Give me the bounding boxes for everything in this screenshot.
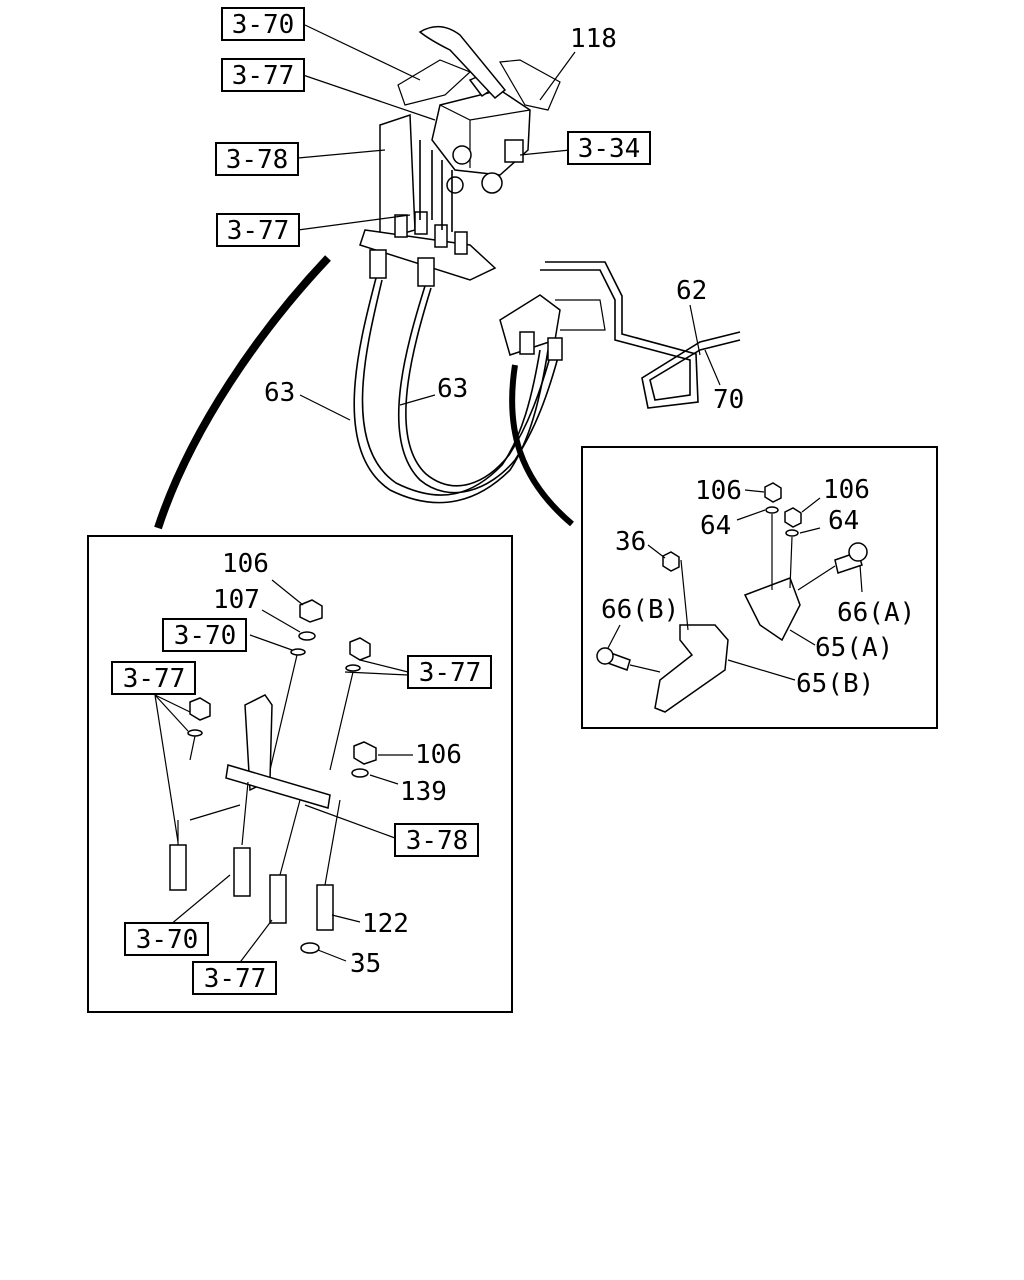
svg-text:3-34: 3-34	[578, 134, 641, 164]
part-number-63-left: 63	[264, 378, 295, 408]
detail-frame-left	[87, 535, 513, 1013]
svg-text:3-70: 3-70	[174, 621, 237, 651]
washer-35	[300, 942, 320, 954]
part-number-35: 35	[350, 949, 381, 979]
part-number-63-right: 63	[437, 374, 468, 404]
detail-callout-arc	[154, 255, 331, 530]
part-number-122: 122	[362, 909, 409, 939]
part-number-64-a: 64	[700, 511, 731, 541]
detail-callout-arc	[509, 364, 574, 527]
ref-box-3-70-detail-bottom: 3-70	[124, 922, 209, 956]
nut-36	[662, 551, 680, 572]
ref-box-3-77-detail-right: 3-77	[407, 655, 492, 689]
fitting	[269, 874, 287, 924]
ref-box-3-34: 3-34	[567, 131, 651, 165]
part-number-66b: 66(B)	[601, 595, 679, 625]
svg-text:3-77: 3-77	[419, 658, 482, 688]
main-assembly-view	[154, 26, 741, 530]
nut-106-mid	[353, 741, 377, 765]
part-number-62: 62	[676, 276, 707, 306]
part-number-107: 107	[213, 585, 260, 615]
part-number-64-b: 64	[828, 506, 859, 536]
washer-64-b	[785, 529, 799, 537]
part-number-65a: 65(A)	[815, 633, 893, 663]
svg-text:3-77: 3-77	[232, 61, 295, 91]
ref-box-3-77-lower: 3-77	[216, 213, 300, 247]
part-number-106-b: 106	[823, 475, 870, 505]
part-number-65b: 65(B)	[796, 669, 874, 699]
svg-text:3-70: 3-70	[136, 925, 199, 955]
brake-valve	[431, 71, 531, 194]
svg-text:3-77: 3-77	[227, 216, 290, 246]
part-number-139: 139	[400, 777, 447, 807]
washer-107	[298, 631, 316, 641]
part-number-66a: 66(A)	[837, 598, 915, 628]
fitting	[233, 847, 251, 897]
svg-text:3-77: 3-77	[123, 664, 186, 694]
part-number-70: 70	[713, 385, 744, 415]
ref-box-3-77-upper: 3-77	[221, 58, 305, 92]
nut-106	[299, 599, 323, 623]
hose-fitting	[369, 249, 387, 279]
ref-box-3-70-detail-top: 3-70	[162, 618, 247, 652]
detail-view-left: 3-70 3-77 3-77 3-78 3-70 3-77 106 107 10…	[87, 535, 513, 1013]
nut-106-b	[784, 507, 802, 528]
part-number-118: 118	[570, 24, 617, 54]
bracket-65b	[654, 624, 729, 713]
svg-text:3-70: 3-70	[232, 10, 295, 40]
part-number-106-top: 106	[222, 549, 269, 579]
part-number-36: 36	[615, 527, 646, 557]
ref-box-3-78: 3-78	[215, 142, 299, 176]
nut-106-a	[764, 482, 782, 503]
fitting-122	[316, 884, 334, 931]
wire-bracket	[397, 59, 472, 106]
brake-hose	[353, 277, 549, 504]
brake-pipe	[540, 269, 741, 401]
washer-64-a	[765, 506, 779, 514]
fitting	[169, 844, 187, 891]
pedal-lever	[418, 26, 507, 100]
detail-view-right: 106 106 64 64 36 66(B) 66(A) 65(A) 65(B)	[581, 446, 938, 729]
part-number-106-mid: 106	[415, 740, 462, 770]
svg-text:3-78: 3-78	[406, 826, 469, 856]
washer-139	[351, 768, 369, 778]
svg-text:3-78: 3-78	[226, 145, 289, 175]
return-spring	[499, 59, 561, 111]
hose-bracket-right	[499, 294, 563, 361]
hose-fitting	[417, 257, 435, 287]
brake-hose	[397, 285, 561, 494]
ref-box-3-78-detail: 3-78	[394, 823, 479, 857]
mounting-bracket	[359, 113, 497, 281]
ref-box-3-70-top: 3-70	[221, 7, 305, 41]
ref-box-3-77-detail-bottom: 3-77	[192, 961, 277, 995]
detail-frame-right	[581, 446, 938, 729]
ref-box-3-77-detail-left: 3-77	[111, 661, 196, 695]
svg-text:3-77: 3-77	[204, 964, 267, 994]
part-number-106-a: 106	[695, 476, 742, 506]
bracket-65a	[743, 577, 801, 642]
